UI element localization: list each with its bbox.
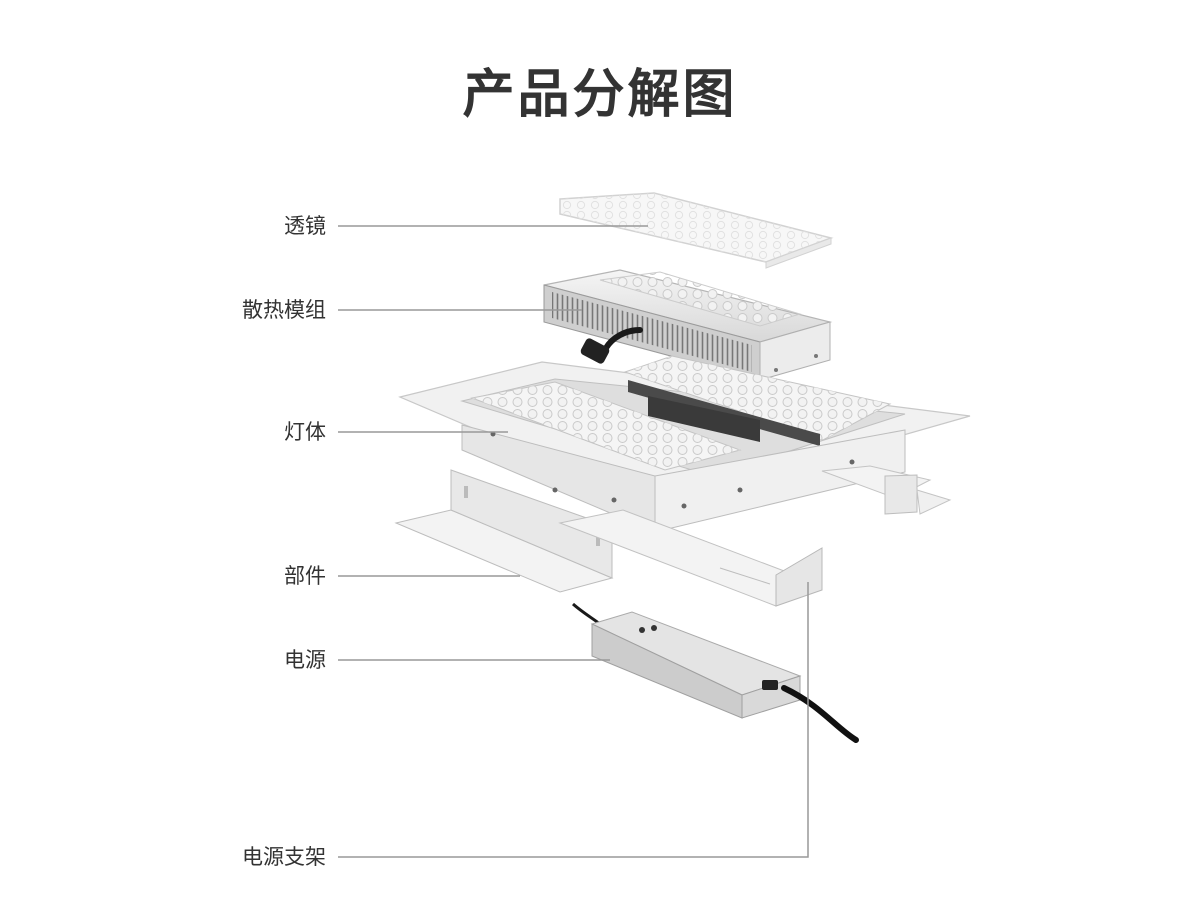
page-title: 产品分解图 <box>462 65 738 125</box>
leader-line-power-supply-bracket <box>338 582 809 858</box>
lens-part <box>559 192 834 269</box>
parts-brackets <box>394 465 952 607</box>
heat-sink-module-part <box>543 269 833 381</box>
lamp-body-part <box>398 355 971 533</box>
callout-label-lamp-body: 灯体 <box>284 420 326 444</box>
callout-label-power-supply: 电源 <box>284 648 326 672</box>
callout-label-parts: 部件 <box>284 564 326 588</box>
callout-label-power-supply-bracket: 电源支架 <box>242 845 326 869</box>
callout-label-lens: 透镜 <box>284 214 326 238</box>
power-supply-part <box>572 602 859 743</box>
leader-lines <box>338 225 809 858</box>
callout-label-heat-sink-module: 散热模组 <box>242 298 326 322</box>
